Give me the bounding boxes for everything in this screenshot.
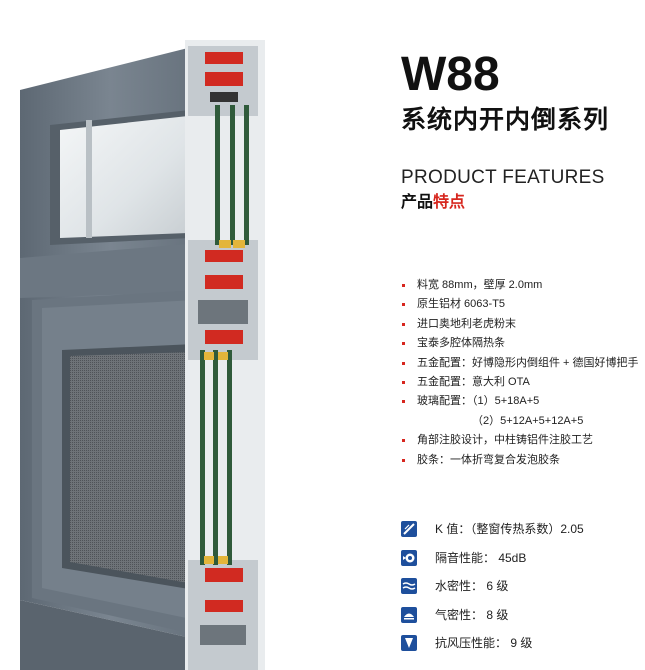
spec-item: 五金配置：意大利 OTA xyxy=(400,373,639,392)
bullet-icon xyxy=(402,439,405,443)
performance-text: 气密性： 8 级 xyxy=(435,607,509,622)
spec-item: 料宽 88mm，壁厚 2.0mm xyxy=(400,276,639,295)
bullet-icon xyxy=(402,458,405,462)
performance-text: 水密性： 6 级 xyxy=(435,579,509,593)
bullet-icon xyxy=(402,303,405,307)
features-heading-accent: 特点 xyxy=(433,194,466,211)
spec-item: 宝泰多腔体隔热条 xyxy=(400,334,639,353)
spec-text: 五金配置：好博隐形内倒组件 + 德国好博把手 xyxy=(417,356,639,369)
performance-text: K 值：（整窗传热系数）2.05 xyxy=(435,522,584,536)
spec-item: 五金配置：好博隐形内倒组件 + 德国好博把手 xyxy=(400,354,639,373)
spec-item: 原生铝材 6063-T5 xyxy=(400,295,639,314)
series-title: 系统内开内倒系列 xyxy=(401,106,610,134)
spec-text: 五金配置：意大利 OTA xyxy=(417,376,530,389)
water-icon xyxy=(401,578,417,594)
spec-text: （2）5+12A+5+12A+5 xyxy=(472,414,584,427)
bullet-icon xyxy=(402,381,405,385)
model-title: W88 xyxy=(401,48,500,101)
spec-text: 胶条：一体折弯复合发泡胶条 xyxy=(417,453,560,466)
bullet-icon xyxy=(402,322,405,326)
bullet-icon xyxy=(402,284,405,287)
spec-text: 宝泰多腔体隔热条 xyxy=(417,337,505,350)
sound-icon xyxy=(401,549,417,566)
spec-text: 角部注胶设计，中柱铸铝件注胶工艺 xyxy=(417,434,593,447)
features-heading-en: PRODUCT FEATURES xyxy=(401,167,605,188)
bullet-icon xyxy=(402,342,405,346)
thermal-icon xyxy=(401,521,417,537)
spec-item: 角部注胶设计，中柱铸铝件注胶工艺 xyxy=(400,431,639,450)
spec-text: 料宽 88mm，壁厚 2.0mm xyxy=(417,279,543,291)
spec-item: 胶条：一体折弯复合发泡胶条 xyxy=(400,451,639,470)
spec-list: 料宽 88mm，壁厚 2.0mm 原生铝材 6063-T5 进口奥地利老虎粉末 … xyxy=(400,276,639,470)
air-icon xyxy=(401,606,417,623)
spec-item: 玻璃配置：（1）5+18A+5 xyxy=(400,392,639,411)
spec-item-sub: （2）5+12A+5+12A+5 xyxy=(400,412,639,431)
spec-text: 原生铝材 6063-T5 xyxy=(417,298,506,311)
performance-text: 抗风压性能： 9 级 xyxy=(435,636,533,650)
spec-item: 进口奥地利老虎粉末 xyxy=(400,315,639,334)
spec-text: 进口奥地利老虎粉末 xyxy=(417,317,516,330)
features-heading-prefix: 产品 xyxy=(401,194,434,211)
spec-text: 玻璃配置：（1）5+18A+5 xyxy=(417,395,540,408)
performance-text: 隔音性能： 45dB xyxy=(435,550,527,565)
wind-icon xyxy=(401,635,417,651)
window-profile-image xyxy=(20,40,265,670)
bullet-icon xyxy=(402,400,405,404)
bullet-icon xyxy=(402,361,405,365)
features-heading-cn: 产品特点 xyxy=(401,193,465,213)
